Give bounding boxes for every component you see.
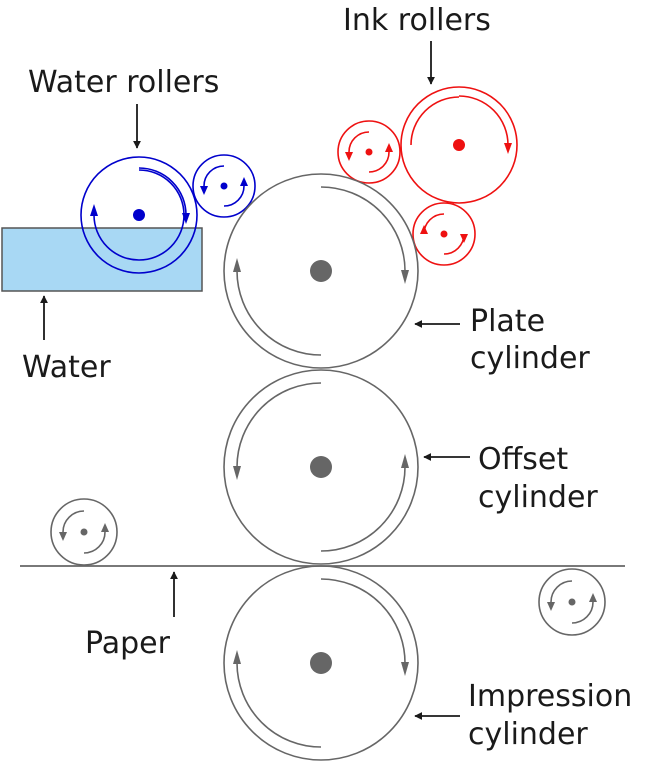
paper-roller-right-arrow: [547, 602, 555, 611]
impression-cylinder: [223, 565, 419, 761]
water-roller-small-center: [220, 182, 228, 190]
impression-cylinder-arrow-left: [233, 650, 241, 664]
ink-roller-large: [400, 86, 518, 204]
ink-roller-left-center: [365, 148, 373, 156]
offset-cylinder-center: [310, 456, 332, 478]
offset-label-line2: cylinder: [478, 480, 598, 515]
paper-roller-right: [538, 568, 606, 636]
water-roller-large-center: [133, 209, 145, 221]
water-roller-small: [192, 154, 256, 218]
ink-roller-large-center: [453, 139, 465, 151]
paper-roller-left-arrow-2: [101, 523, 109, 532]
water-roller-large-arrow-right: [182, 213, 190, 224]
paper-roller-right-arrow-2: [589, 593, 597, 602]
water-roller-small-arrow-right: [240, 177, 248, 186]
ink-roller-large-arrow-right: [504, 143, 512, 154]
plate-cylinder-arrow-right: [401, 270, 409, 284]
impression-label-line1: Impression: [468, 679, 632, 714]
ink-rollers-label: Ink rollers: [343, 3, 491, 38]
offset-label-line1: Offset: [478, 442, 568, 477]
ink-roller-left: [337, 120, 401, 184]
ink-roller-left-arrow-2: [385, 143, 393, 152]
water-roller-small-arrow-left: [200, 186, 208, 195]
offset-cylinder-arrow-left: [233, 466, 241, 480]
water-rollers-label: Water rollers: [28, 65, 219, 100]
water-roller-large-arrow-left: [90, 204, 98, 216]
ink-roller-bottom-center: [440, 230, 448, 238]
water-roller-large: [80, 156, 198, 274]
ink-roller-bottom-arrow: [420, 225, 428, 234]
plate-cylinder: [223, 173, 419, 369]
plate-cylinder-arrow-left: [233, 258, 241, 272]
water-label: Water: [22, 350, 111, 385]
plate-label-line2: cylinder: [470, 341, 590, 376]
offset-cylinder-arrow-right: [401, 454, 409, 468]
paper-label: Paper: [85, 626, 171, 661]
impression-cylinder-center: [310, 652, 332, 674]
paper-roller-right-center: [568, 598, 576, 606]
plate-cylinder-center: [310, 260, 332, 282]
ink-roller-bottom-arrow-2: [460, 234, 468, 243]
ink-roller-left-arrow: [345, 152, 353, 161]
impression-label-line2: cylinder: [468, 717, 588, 752]
paper-roller-left: [50, 498, 118, 566]
paper-roller-left-center: [80, 528, 88, 536]
offset-cylinder: [223, 369, 419, 565]
impression-cylinder-arrow-right: [401, 662, 409, 676]
plate-label-line1: Plate: [470, 304, 545, 339]
paper-roller-left-arrow: [59, 532, 67, 541]
